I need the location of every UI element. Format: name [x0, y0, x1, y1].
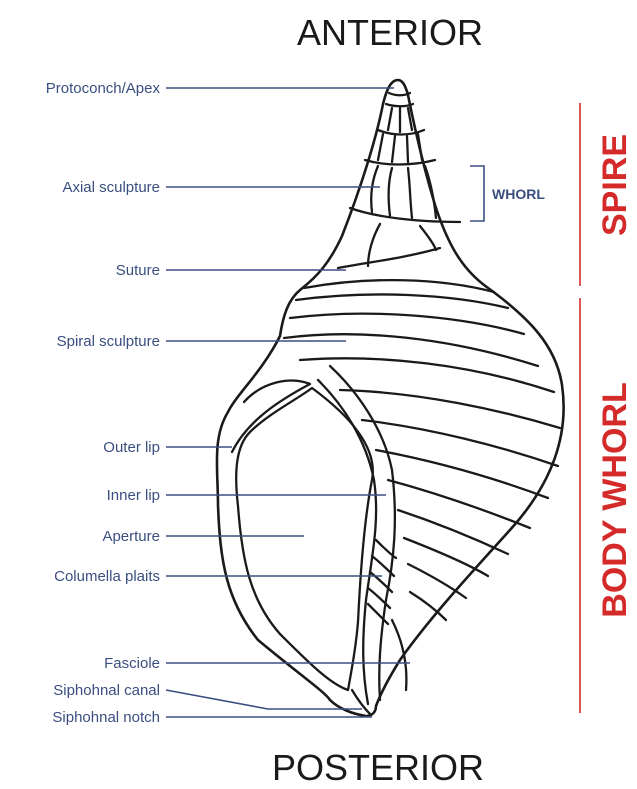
section-markers: SPIRE BODY WHORL — [580, 103, 634, 713]
label-suture: Suture — [116, 262, 160, 279]
posterior-title: POSTERIOR — [272, 747, 484, 788]
label-protoconch: Protoconch/Apex — [46, 80, 161, 97]
label-inner-lip: Inner lip — [107, 487, 160, 504]
label-outer-lip: Outer lip — [103, 439, 160, 456]
whorl-bracket — [470, 166, 484, 221]
spire-section-label: SPIRE — [596, 134, 634, 236]
label-whorl: WHORL — [492, 186, 545, 202]
label-siphonal-notch: Siphohnal notch — [52, 709, 160, 726]
label-fasciole: Fasciole — [104, 655, 160, 672]
body-whorl-section-label: BODY WHORL — [596, 382, 634, 617]
shell-illustration — [217, 80, 564, 716]
label-siphonal-canal: Siphohnal canal — [53, 682, 160, 699]
axial-rib — [407, 136, 408, 162]
label-aperture: Aperture — [102, 528, 160, 545]
label-axial-sculpture: Axial sculpture — [62, 179, 160, 196]
label-spiral-sculpture: Spiral sculpture — [57, 333, 160, 350]
label-columella-plaits: Columella plaits — [54, 568, 160, 585]
anterior-title: ANTERIOR — [297, 12, 483, 53]
